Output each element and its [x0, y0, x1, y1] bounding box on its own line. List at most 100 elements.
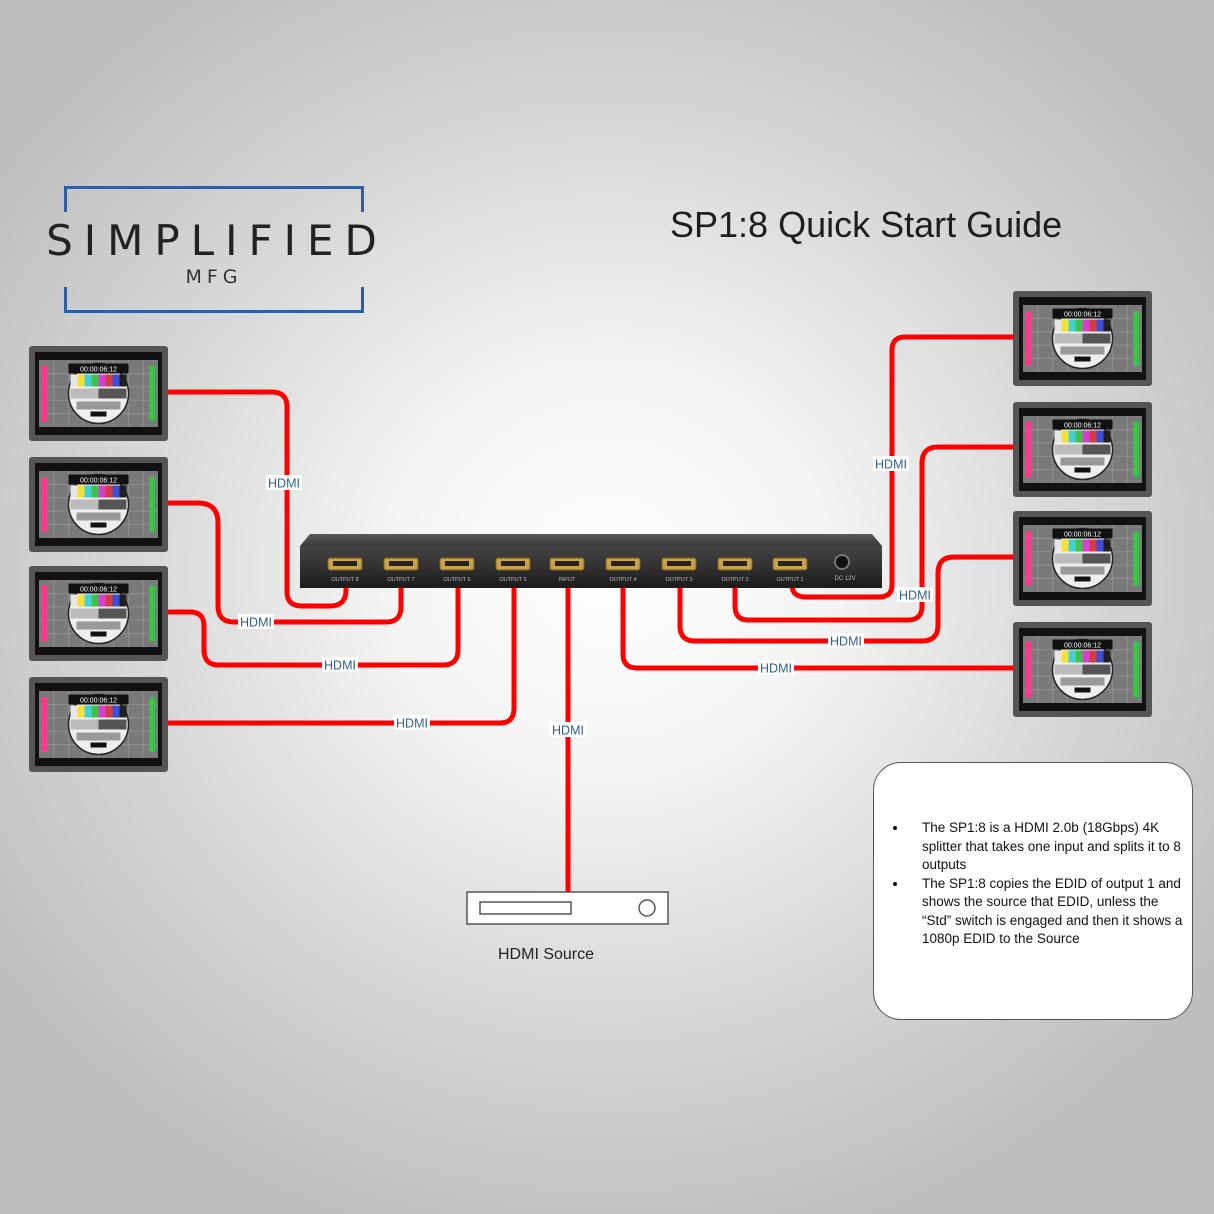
port-5: INPUT: [549, 557, 585, 583]
timecode-bar: [68, 474, 129, 485]
color-bar: [84, 374, 92, 387]
color-bar: [98, 705, 106, 718]
color-bar: [98, 485, 106, 498]
color-bar: [70, 374, 78, 387]
info-list: The SP1:8 is a HDMI 2.0b (18Gbps) 4K spl…: [874, 763, 1192, 949]
logo-sub-text: MFG: [185, 266, 243, 288]
display-1: 00:00:06:12: [29, 346, 168, 441]
color-bar: [1075, 650, 1083, 663]
color-bar: [1054, 539, 1062, 552]
color-bar: [1096, 539, 1104, 552]
tv-test-pattern-icon: 00:00:06:12: [1023, 636, 1142, 703]
gray-steps-light: [70, 719, 99, 730]
color-bar: [1061, 650, 1069, 663]
color-bar: [112, 485, 120, 498]
color-bar: [1103, 539, 1111, 552]
port-9: OUTPUT 1: [772, 557, 808, 583]
color-bar: [84, 705, 92, 718]
side-strip: [42, 697, 48, 752]
side-strip: [42, 477, 48, 532]
color-bar: [70, 705, 78, 718]
timecode-text: 00:00:06:12: [80, 367, 117, 374]
tv-test-pattern-icon: 00:00:06:12: [39, 471, 158, 538]
color-bar: [119, 594, 127, 607]
side-strip: [149, 477, 155, 532]
lower-band: [76, 732, 121, 741]
gray-steps-light: [70, 388, 99, 399]
color-bar: [1054, 430, 1062, 443]
color-bar: [1061, 319, 1069, 332]
cable-label-text: HDMI: [830, 635, 862, 649]
port-7: OUTPUT 3: [661, 557, 697, 583]
display-3: 00:00:06:12: [29, 566, 168, 661]
port-opening: [501, 561, 525, 566]
color-bar: [1075, 319, 1083, 332]
lower-mark: [1074, 687, 1091, 693]
timecode-text: 00:00:06:12: [1064, 423, 1101, 430]
timecode-bar: [1052, 528, 1113, 539]
port-opening: [778, 561, 802, 566]
color-bar: [1096, 430, 1104, 443]
timecode-text: 00:00:06:12: [1064, 312, 1101, 319]
port-opening: [611, 561, 635, 566]
color-bar: [1089, 430, 1097, 443]
color-bar: [98, 594, 106, 607]
display-6: 00:00:06:12: [1013, 402, 1152, 497]
cable-label-bg: [550, 722, 586, 737]
side-strip: [1133, 642, 1139, 697]
color-bar: [84, 485, 92, 498]
logo-brand-text: SIMPLIFIED: [46, 216, 388, 265]
color-bar: [105, 594, 113, 607]
color-bar: [1089, 319, 1097, 332]
color-bar: [1096, 650, 1104, 663]
gray-steps-light: [1054, 664, 1083, 675]
color-bar: [98, 374, 106, 387]
cable-label-4: HDMI: [394, 715, 430, 731]
color-bar: [119, 485, 127, 498]
timecode-text: 00:00:06:12: [80, 698, 117, 705]
color-bar: [1103, 430, 1111, 443]
color-bar: [105, 705, 113, 718]
lower-band: [76, 621, 121, 630]
cable-label-bg: [897, 587, 933, 602]
color-bar: [1061, 430, 1069, 443]
cable-label-text: HDMI: [324, 659, 356, 673]
color-bar: [112, 705, 120, 718]
timecode-bar: [1052, 639, 1113, 650]
port-1: OUTPUT 8: [327, 557, 363, 583]
color-bar: [84, 594, 92, 607]
side-strip: [1026, 422, 1032, 477]
port-2: OUTPUT 7: [383, 557, 419, 583]
port-label: OUTPUT 8: [331, 577, 358, 583]
side-strip: [149, 697, 155, 752]
gray-steps-light: [1054, 444, 1083, 455]
logo-frame-bottom: [64, 287, 364, 313]
port-label: OUTPUT 1: [776, 577, 803, 583]
cable-label-9: HDMI: [758, 660, 794, 676]
port-label: OUTPUT 3: [665, 577, 692, 583]
tv-test-pattern-icon: 00:00:06:12: [39, 691, 158, 758]
cable-label-2: HDMI: [238, 614, 274, 630]
port-label: INPUT: [559, 577, 576, 583]
cable-label-bg: [238, 614, 274, 629]
color-bar: [1068, 319, 1076, 332]
color-bar: [1068, 539, 1076, 552]
color-bar: [1061, 539, 1069, 552]
cable-label-text: HDMI: [875, 458, 907, 472]
color-bar: [1068, 430, 1076, 443]
lower-mark: [1074, 576, 1091, 582]
display-2: 00:00:06:12: [29, 457, 168, 552]
color-bar: [119, 374, 127, 387]
timecode-bar: [68, 583, 129, 594]
display-8: 00:00:06:12: [1013, 622, 1152, 717]
info-bullet-2: The SP1:8 copies the EDID of output 1 an…: [908, 875, 1186, 949]
color-bar: [70, 594, 78, 607]
splitter-top-face: [300, 534, 882, 546]
color-bar: [119, 705, 127, 718]
display-5: 00:00:06:12: [1013, 291, 1152, 386]
port-label: OUTPUT 5: [499, 577, 526, 583]
display-4: 00:00:06:12: [29, 677, 168, 772]
tv-test-pattern-icon: 00:00:06:12: [1023, 305, 1142, 372]
